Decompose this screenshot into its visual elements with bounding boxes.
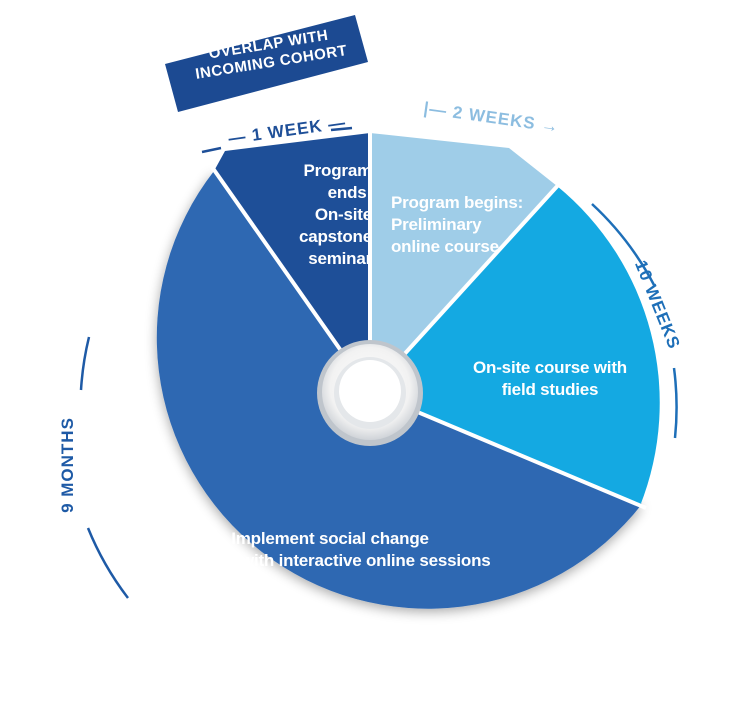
label-line: Implement social change: [231, 529, 429, 548]
label-line: initiative with interactive online sessi…: [169, 551, 491, 570]
nine-months-arc: [79, 336, 91, 391]
ten-weeks-arc: [591, 203, 656, 286]
label-line: On-site course with: [473, 358, 627, 377]
label-line: online course: [391, 237, 499, 256]
duration-nine-months: 9 MONTHS: [57, 417, 77, 513]
segment-program-begins: [370, 133, 557, 392]
label-line: Program: [303, 161, 372, 180]
label-line: On-site: [314, 205, 372, 224]
label-line: seminar: [308, 249, 372, 268]
hub-center: [339, 360, 401, 422]
nine-months-arc: [86, 527, 129, 599]
program-ends-label: Program ends: On-site capstone seminar: [262, 160, 372, 270]
segment-onsite-course: [370, 186, 660, 506]
duration-tick: [201, 146, 222, 154]
segment-implement: [156, 171, 642, 609]
ten-weeks-arc: [672, 367, 678, 439]
overlap-banner: [165, 15, 368, 112]
program-begins-label: Program begins: Preliminary online cours…: [391, 192, 541, 258]
label-line: field studies: [501, 380, 599, 399]
label-line: ends:: [327, 183, 373, 202]
label-line: capstone: [298, 227, 372, 246]
implement-label: Implement social change initiative with …: [150, 528, 510, 572]
label-line: Program begins:: [391, 193, 524, 212]
segment-program-ends: [214, 133, 370, 392]
label-line: Preliminary: [391, 215, 482, 234]
duration-tick: [330, 126, 353, 132]
onsite-course-label: On-site course with field studies: [455, 357, 645, 401]
